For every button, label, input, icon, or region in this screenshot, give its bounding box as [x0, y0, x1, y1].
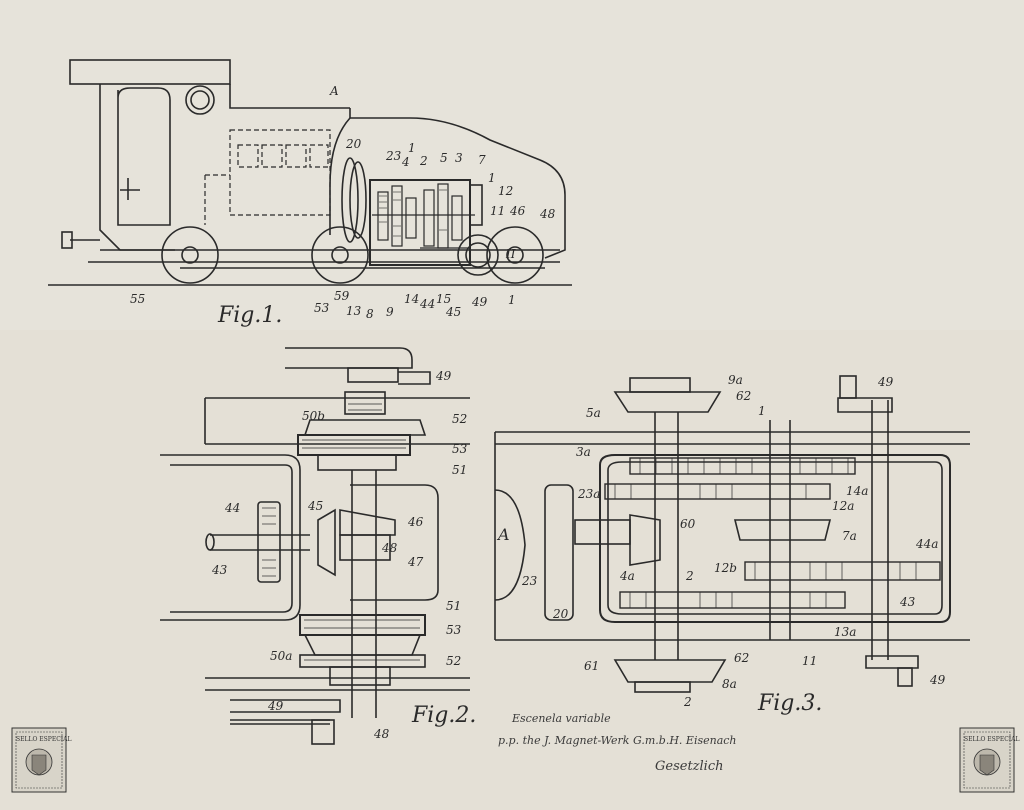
- fig2-label: 49: [435, 369, 452, 383]
- fig3-labels: 49 9a 62 1 5a 3a 23a 12a 14a A 60 7a 44a…: [496, 373, 946, 709]
- fig3-drawing: [494, 375, 970, 693]
- fig3-caption: Fig.3.: [757, 691, 822, 716]
- fig3-label: 4a: [619, 569, 635, 583]
- fig1-label-A: A: [329, 84, 339, 98]
- fig3-gear-teeth: [614, 458, 917, 608]
- fig1-label: 9: [386, 305, 394, 319]
- stamp-right-text: SELLO ESPECIAL: [964, 736, 1019, 743]
- fig3-label: 49: [929, 673, 946, 687]
- fig3-label: 61: [584, 659, 599, 673]
- fig3-label: 44a: [915, 537, 938, 551]
- stamp-left-text: SELLO ESPECIAL: [16, 736, 71, 743]
- fig1-label: 1: [508, 293, 516, 307]
- fig2-label: 46: [407, 515, 424, 529]
- fig2-label: 48: [381, 541, 398, 555]
- fig3-label: 60: [680, 517, 696, 531]
- fig1-label: 14: [404, 292, 419, 306]
- fig2-label: 47: [407, 555, 424, 569]
- fig3-label: 23: [521, 574, 538, 588]
- fig1-label: 20: [345, 137, 362, 151]
- fig1-labels: A 20 23 4 1 2 5 3 7 1 12 11 46 48 II 55 …: [130, 84, 556, 321]
- fig3-label: 62: [736, 389, 751, 403]
- fig3-label: 11: [802, 654, 817, 668]
- fig1-caption: Fig.1.: [217, 303, 282, 328]
- fig2-labels: 49 50b 52 53 51 44 45 46 48 43 47 51 53 …: [211, 369, 468, 741]
- fig3-label: 2: [685, 569, 694, 583]
- fig2-label: 49: [267, 699, 284, 713]
- fig3-label: 43: [899, 595, 916, 609]
- fig3-label-A: A: [496, 525, 510, 544]
- fig1-label: 13: [346, 304, 362, 318]
- fig1-label: 23: [385, 149, 402, 163]
- fig2-drawing: [160, 347, 470, 745]
- stamp-left: SELLO ESPECIAL: [11, 727, 71, 793]
- fig3-label: 14a: [846, 484, 868, 498]
- fig3-label: 12b: [714, 561, 737, 575]
- handwritten-note-line1: Escenela variable: [511, 712, 611, 725]
- fig3-label: 5a: [586, 406, 601, 420]
- fig2-label: 51: [446, 599, 461, 613]
- fig1-label: 5: [440, 151, 448, 165]
- fig1-label: 4: [401, 155, 410, 169]
- fig2-label: 50a: [270, 649, 292, 663]
- fig3-label: 3a: [576, 445, 591, 459]
- fig3-label: 62: [734, 651, 749, 665]
- fig1-label: 1: [488, 171, 496, 185]
- fig3-label: 20: [552, 607, 569, 621]
- fig2-hatching: [262, 397, 420, 661]
- handwritten-signature: Gesetzlich: [655, 759, 724, 774]
- fig2-label: 50b: [302, 409, 325, 423]
- fig3-label: 8a: [722, 677, 737, 691]
- fig3-label: 2: [683, 695, 692, 709]
- fig1-drawing: [48, 59, 572, 286]
- fig2-label: 53: [452, 442, 468, 456]
- fig3-label: 23a: [577, 487, 600, 501]
- fig2-label: 48: [373, 727, 390, 741]
- fig1-label: 55: [130, 292, 145, 306]
- fig1-label: 49: [471, 295, 488, 309]
- fig1-label: 53: [314, 301, 330, 315]
- fig2-label: 45: [307, 499, 323, 513]
- fig1-label: 44: [419, 297, 435, 311]
- fig3-label: 9a: [728, 373, 743, 387]
- fig3-label: 13a: [834, 625, 856, 639]
- fig2-caption: Fig.2.: [411, 703, 476, 728]
- handwritten-note-line2: p.p. the J. Magnet-Werk G.m.b.H. Eisenac…: [498, 734, 737, 747]
- fig1-label: 59: [334, 289, 350, 303]
- fig3-label: 1: [758, 404, 766, 418]
- fig1-label: 15: [436, 292, 451, 306]
- fig1-label: 8: [366, 307, 374, 321]
- fig1-label: II: [505, 247, 516, 261]
- fig3-label: 49: [877, 375, 894, 389]
- fig1-label: 48: [539, 207, 556, 221]
- fig1-label: 45: [445, 305, 461, 319]
- fig1-label: 11: [490, 204, 505, 218]
- fig1-label: 7: [478, 153, 486, 167]
- fig1-label: 12: [498, 184, 513, 198]
- fig3-label: 12a: [832, 499, 854, 513]
- fig2-label: 52: [452, 412, 467, 426]
- fig2-label: 52: [446, 654, 461, 668]
- fig2-label: 53: [446, 623, 462, 637]
- stamp-right: SELLO ESPECIAL: [959, 727, 1019, 793]
- fig2-label: 51: [452, 463, 467, 477]
- fig1-label: 2: [419, 154, 428, 168]
- fig1-label: 1: [408, 141, 416, 155]
- fig1-gear-hatching: [379, 189, 447, 237]
- fig2-label: 43: [211, 563, 228, 577]
- fig1-label: 3: [455, 151, 463, 165]
- fig3-label: 7a: [842, 529, 857, 543]
- fig1-label: 46: [509, 204, 526, 218]
- fig2-label: 44: [224, 501, 240, 515]
